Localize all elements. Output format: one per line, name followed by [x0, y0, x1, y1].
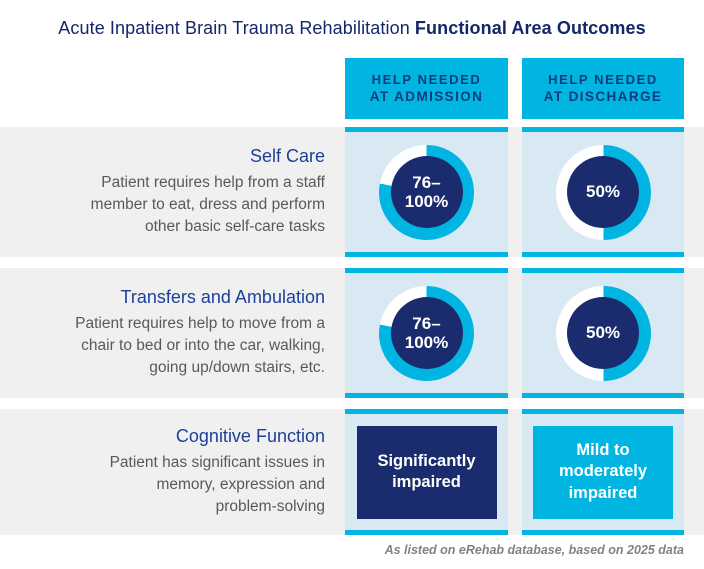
page-title: Acute Inpatient Brain Trauma Rehabilitat… [0, 18, 704, 39]
cell-transfers-admission: 76– 100% [345, 268, 508, 398]
source-note: As listed on eRehab database, based on 2… [384, 543, 684, 557]
cell-transfers-discharge: 50% [522, 268, 684, 398]
column-header-admission-line1: HELP NEEDED [371, 71, 482, 87]
donut-chart-self-care-discharge: 50% [555, 144, 651, 240]
row-description-transfers-ambulation: Patient requires help to move from a cha… [75, 315, 325, 376]
donut-label-self-care-discharge: 50% [567, 156, 639, 228]
column-header-admission-line2: AT ADMISSION [369, 89, 484, 105]
page-title-regular: Acute Inpatient Brain Trauma Rehabilitat… [58, 18, 410, 38]
row-title-transfers-ambulation: Transfers and Ambulation [120, 287, 325, 307]
row-cognitive-function-text: Cognitive Function Patient has significa… [0, 409, 330, 535]
row-self-care: Self Care Patient requires help from a s… [0, 127, 704, 257]
cell-cognitive-discharge: Mild to moderately impaired [522, 409, 684, 535]
row-transfers-ambulation-text: Transfers and Ambulation Patient require… [0, 268, 330, 398]
row-description-self-care: Patient requires help from a staff membe… [90, 174, 325, 235]
donut-label-self-care-admission: 76– 100% [390, 156, 463, 228]
row-title-cognitive-function: Cognitive Function [175, 426, 325, 446]
row-self-care-text: Self Care Patient requires help from a s… [0, 127, 330, 257]
row-description-cognitive-function: Patient has significant issues in memory… [109, 454, 325, 515]
page-title-bold: Functional Area Outcomes [414, 18, 646, 38]
cell-cognitive-admission: Significantly impaired [345, 409, 508, 535]
status-box-significantly-impaired: Significantly impaired [356, 425, 497, 519]
column-header-discharge-line1: HELP NEEDED [548, 71, 658, 87]
cell-self-care-discharge: 50% [522, 127, 684, 257]
column-header-admission: HELP NEEDED AT ADMISSION [345, 58, 508, 119]
donut-chart-transfers-admission: 76– 100% [379, 285, 474, 381]
column-header-discharge: HELP NEEDED AT DISCHARGE [522, 58, 684, 119]
donut-label-transfers-discharge: 50% [567, 297, 639, 369]
cell-self-care-admission: 76– 100% [345, 127, 508, 257]
row-title-self-care: Self Care [249, 146, 325, 166]
donut-chart-self-care-admission: 76– 100% [379, 144, 474, 240]
status-box-mild-moderately-impaired: Mild to moderately impaired [533, 425, 673, 519]
column-header-discharge-line2: AT DISCHARGE [543, 89, 663, 105]
donut-chart-transfers-discharge: 50% [555, 285, 651, 381]
row-transfers-ambulation: Transfers and Ambulation Patient require… [0, 268, 704, 398]
row-cognitive-function: Cognitive Function Patient has significa… [0, 409, 704, 535]
donut-label-transfers-admission: 76– 100% [390, 297, 463, 369]
